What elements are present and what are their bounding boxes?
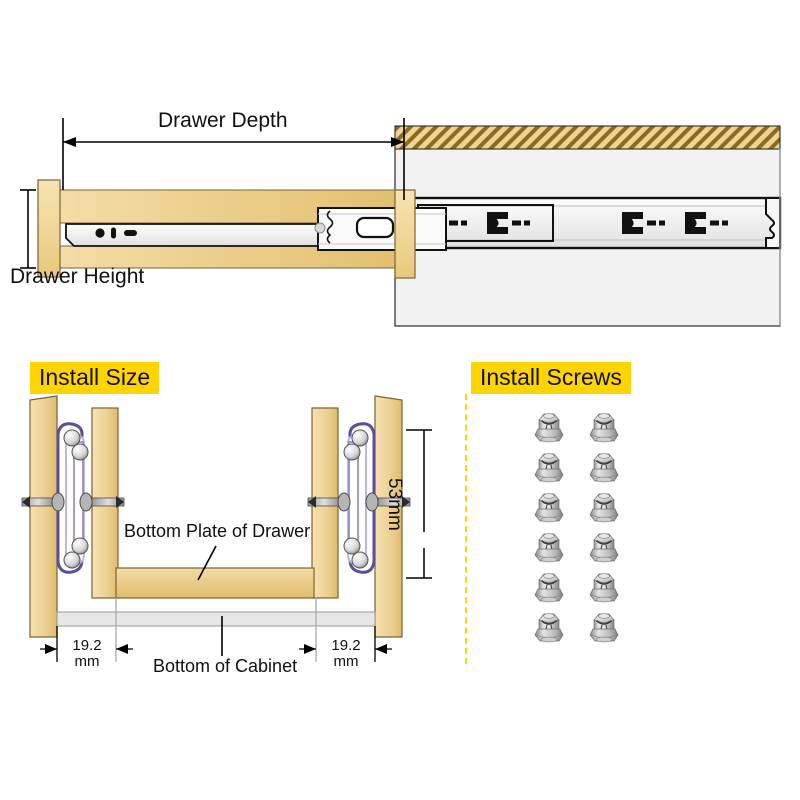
ball-bearing — [351, 551, 369, 569]
cabinet-bottom-panel — [56, 611, 376, 627]
detent-spring — [326, 210, 334, 244]
screw-item — [534, 452, 564, 483]
ball-bearing — [343, 443, 361, 461]
mounting-screw-left-outer — [21, 492, 65, 512]
dim-right-arrow-a — [304, 644, 316, 654]
section-divider — [465, 394, 467, 664]
drawer-assembly — [37, 179, 447, 279]
depth-arrow-right — [391, 137, 404, 147]
screw-item — [534, 412, 564, 443]
mounting-hole — [487, 212, 530, 234]
intermediate-slide-member — [314, 207, 447, 251]
dimension-right-value: 19.2 — [331, 637, 361, 654]
screw-grid — [534, 412, 619, 643]
dim-right-arrow-b — [375, 644, 387, 654]
mounting-hole — [622, 212, 665, 234]
drawer-depth-label: Drawer Depth — [158, 109, 288, 132]
mounting-screw-right-outer — [365, 492, 411, 512]
screw-item — [534, 572, 564, 603]
ball-bearing — [63, 551, 81, 569]
rail-end-clip — [765, 197, 781, 249]
ball-bearing — [351, 429, 369, 447]
install-size-svg — [21, 395, 432, 662]
dimension-left-value: 19.2 — [72, 637, 102, 654]
leader-bottom-plate — [197, 545, 217, 581]
cabinet-front-edge-strip — [394, 189, 416, 279]
dimension-53mm — [406, 429, 432, 579]
dim-left-arrow-b — [116, 644, 128, 654]
install-size-section: Install Size — [0, 350, 455, 690]
dimension-19-2-right — [299, 598, 392, 662]
ball-bearing — [343, 537, 361, 555]
cabinet-assembly — [394, 125, 782, 327]
inner-mark-bar — [124, 230, 137, 236]
install-screws-section: Install Screws — [455, 350, 800, 690]
dim-left-arrow-a — [45, 644, 57, 654]
ball-bearing — [63, 429, 81, 447]
drawer-bottom-plate — [115, 567, 315, 599]
cabinet-wall-left — [29, 395, 58, 638]
mounting-hole — [685, 212, 728, 234]
screw-item — [534, 492, 564, 523]
screw-item — [534, 532, 564, 563]
bottom-plate-of-drawer-label: Bottom Plate of Drawer — [124, 521, 311, 541]
screw-item — [589, 452, 619, 483]
bottom-of-cabinet-label: Bottom of Cabinet — [153, 656, 298, 676]
slide-roller — [314, 222, 326, 234]
slide-cross-section-left — [21, 422, 125, 574]
ball-bearing — [71, 443, 89, 461]
dimension-lines — [20, 118, 405, 269]
screw-item — [589, 532, 619, 563]
dimension-53mm-text: 53mm — [383, 478, 405, 531]
dimension-left-19-2-label: 19.2 mm — [52, 638, 122, 670]
screw-grid-svg — [534, 412, 619, 643]
install-screws-heading: Install Screws — [471, 362, 631, 394]
slide-cross-section-right — [307, 422, 411, 574]
dimension-53mm-label: 53mm — [384, 478, 425, 531]
release-lever-slot — [355, 216, 395, 239]
leader-lines — [197, 545, 223, 656]
dimension-right-19-2-label: 19.2 mm — [311, 638, 381, 670]
install-size-heading: Install Size — [30, 362, 160, 394]
screw-item — [589, 412, 619, 443]
ball-bearing — [71, 537, 89, 555]
dimension-right-unit: mm — [333, 652, 359, 670]
screw-item — [534, 612, 564, 643]
drawer-height-label: Drawer Height — [10, 265, 145, 288]
screw-item — [589, 492, 619, 523]
cabinet-top-panel — [394, 125, 781, 150]
drawer-front-panel — [37, 179, 61, 278]
inner-mark-slot — [111, 227, 116, 239]
top-diagram: Drawer Depth Drawer Height — [0, 0, 800, 345]
mounting-screw-right-inner — [307, 492, 351, 512]
mounting-screw-left-inner — [79, 492, 125, 512]
dimension-19-2-left — [40, 598, 133, 662]
screw-item — [589, 612, 619, 643]
inner-mark-dot — [95, 228, 105, 238]
top-diagram-svg — [20, 118, 782, 327]
dimension-left-unit: mm — [74, 652, 100, 670]
depth-arrow-left — [63, 137, 76, 147]
screw-item — [589, 572, 619, 603]
inner-rail-marks — [95, 227, 137, 239]
